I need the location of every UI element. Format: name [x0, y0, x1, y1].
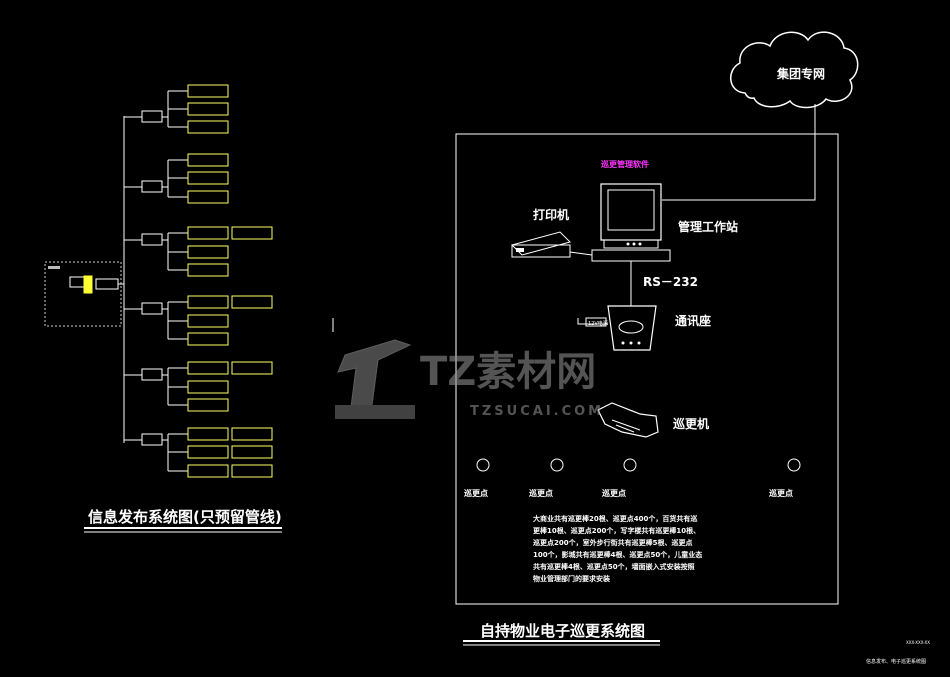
display-panel	[231, 226, 273, 240]
power-link	[577, 318, 608, 325]
drawing-number: XXX-XXX-XX	[906, 640, 930, 645]
patrol-point-icon	[550, 458, 564, 472]
note-line: 100个，影城共有巡更棒4根、巡更点50个，儿童业态	[533, 550, 702, 559]
patrol-frame	[455, 133, 839, 605]
patrol-point-label: 巡更点	[769, 488, 793, 498]
monitor-icon	[600, 183, 662, 249]
patrol-point-label: 巡更点	[602, 488, 626, 498]
watermark-text: TZ素材网	[420, 349, 596, 395]
display-panel	[187, 190, 229, 204]
switch-icon	[83, 275, 93, 294]
info-publish-diagram: 信息发布系统图(只预留管线)	[44, 84, 282, 533]
patrol-point-icon	[787, 458, 801, 472]
display-panel	[187, 398, 229, 412]
display-panel	[187, 295, 229, 309]
comm-base-icon	[607, 305, 657, 351]
switch-box	[95, 278, 119, 290]
branch-box	[141, 180, 163, 193]
display-panel	[187, 120, 229, 134]
left-title: 信息发布系统图(只预留管线)	[88, 508, 282, 526]
note-line: 巡更点200个，室外步行街共有巡更棒5根、巡更点	[533, 538, 692, 547]
watermark-logo-base	[335, 405, 415, 419]
display-panel	[187, 314, 229, 328]
printer-label: 打印机	[533, 207, 569, 222]
branch-box	[141, 368, 163, 381]
server-room-box	[44, 261, 122, 327]
comm-base-label: 通讯座	[675, 313, 711, 328]
patrol-diagram: 集团专网 巡更管理软件 管理工作站 打印机 RS－232	[455, 31, 859, 646]
display-panel	[187, 102, 229, 116]
keyboard-icon	[591, 249, 671, 262]
printer-link	[569, 251, 593, 256]
patrol-point-icon	[623, 458, 637, 472]
network-link	[662, 104, 816, 201]
patrol-device-label: 巡更机	[673, 416, 709, 431]
display-panel	[187, 171, 229, 185]
rs232-label: RS－232	[643, 275, 698, 289]
display-panel	[187, 245, 229, 259]
display-panel	[187, 153, 229, 167]
patrol-device-icon	[597, 402, 659, 438]
note-line: 更棒10根、巡更点200个，写字楼共有巡更棒10根、	[533, 526, 700, 535]
patrol-point-label: 巡更点	[464, 488, 488, 498]
display-panel	[187, 445, 229, 459]
workstation-label: 管理工作站	[678, 219, 738, 234]
cloud-icon	[730, 31, 859, 109]
note-line: 共有巡更棒4根、巡更点50个，墙面嵌入式安装按照	[533, 562, 695, 571]
server-room-label	[48, 266, 60, 269]
display-panel	[231, 295, 273, 309]
branch-box	[141, 233, 163, 246]
display-panel	[187, 84, 229, 98]
patrol-point-label: 巡更点	[529, 488, 553, 498]
right-title: 自持物业电子巡更系统图	[480, 622, 645, 640]
distribution-tree	[118, 84, 273, 478]
watermark-sub: TZSUCAI.COM	[470, 404, 604, 419]
note-line: 大商业共有巡更棒20根、巡更点400个，百货共有巡	[533, 514, 697, 523]
monitor-caption: 巡更管理软件	[601, 159, 649, 169]
drawing-name: 信息发布、电子巡更系统图	[866, 658, 926, 665]
display-panel	[187, 380, 229, 394]
branch-box	[141, 302, 163, 315]
watermark: TZ素材网 TZSUCAI.COM	[335, 339, 604, 419]
display-panel	[187, 332, 229, 346]
display-panel	[231, 427, 273, 441]
server-icon	[69, 276, 85, 288]
display-panel	[187, 263, 229, 277]
watermark-logo	[337, 339, 412, 416]
cloud-label: 集团专网	[776, 66, 825, 81]
display-panel	[231, 361, 273, 375]
branch-box	[141, 110, 163, 123]
display-panel	[231, 464, 273, 478]
printer-icon	[511, 231, 571, 258]
display-panel	[187, 464, 229, 478]
display-panel	[187, 226, 229, 240]
note-line: 物业管理部门的要求安装	[533, 574, 610, 583]
display-panel	[187, 361, 229, 375]
branch-box	[141, 433, 163, 446]
display-panel	[187, 427, 229, 441]
patrol-point-icon	[476, 458, 490, 472]
display-panel	[231, 445, 273, 459]
power-icon	[585, 317, 607, 327]
power-label: 12V电源	[588, 320, 608, 327]
